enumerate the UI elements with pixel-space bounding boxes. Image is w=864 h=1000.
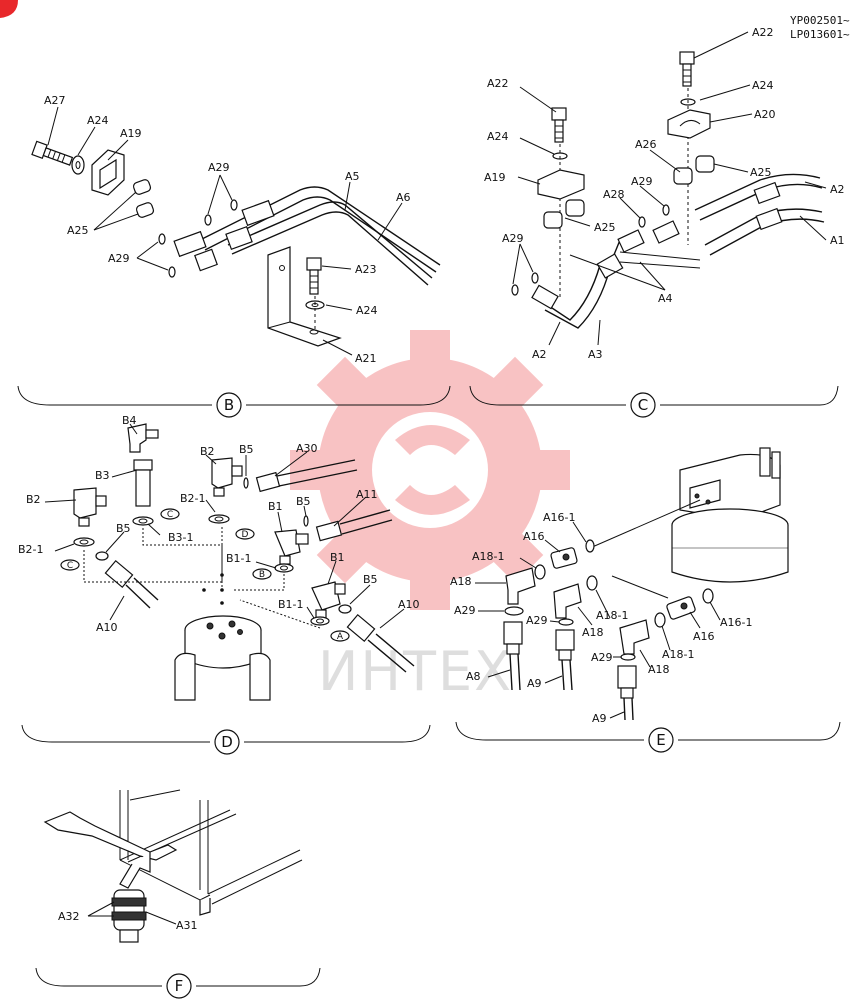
label-b-a24-2: A24 [356,304,378,317]
label-d-a30: A30 [296,442,318,455]
view-d: C C D B A B4 B2 B5 A30 B3 B2 B2 [18,414,431,755]
label-b-a19: A19 [120,127,142,140]
label-e-a18-left: A18 [450,575,472,588]
label-c-a28: A28 [603,188,625,201]
label-d-a10-left: A10 [96,621,118,634]
corner-badge [0,0,18,18]
label-d-b5-right: B5 [296,495,311,508]
label-c-a20: A20 [754,108,776,121]
serial-2: LP013601~ [790,28,850,41]
gear-icon [290,330,570,610]
label-e-a16-1-lower: A16-1 [720,616,753,629]
label-e-a18-1-lower: A18-1 [662,648,695,661]
label-c-a22-left: A22 [487,77,509,90]
label-b-a25: A25 [67,224,89,237]
label-e-a16-1-top: A16-1 [543,511,576,524]
label-d-b1-upper: B1 [268,500,283,513]
view-b: A27 A24 A19 A25 A29 A5 A6 A29 A23 A24 A2… [17,94,451,418]
label-e-a9-lower: A9 [592,712,607,725]
section-d-title: D [221,733,233,751]
label-c-a26: A26 [635,138,657,151]
label-c-a29-mid: A29 [631,175,653,188]
label-b-a21: A21 [355,352,377,365]
section-b-title: B [224,396,234,414]
label-d-b5-left: B5 [116,522,131,535]
label-f-a32: A32 [58,910,80,923]
marker-a: A [337,632,344,642]
view-c: A22 A24 A20 A22 A24 A26 A25 A19 A29 A28 … [469,26,845,418]
label-f-a31: A31 [176,919,198,932]
marker-b: B [259,570,265,580]
label-b-a29-top: A29 [208,161,230,174]
label-d-b3: B3 [95,469,110,482]
label-e-a9-mid: A9 [527,677,542,690]
label-e-a29-lower: A29 [591,651,613,664]
watermark-text: ИНТЕХ [318,640,513,703]
label-b-a24: A24 [87,114,109,127]
label-e-a18-1-left: A18-1 [472,550,505,563]
label-c-a24-top: A24 [752,79,774,92]
marker-c-left: C [67,561,73,571]
section-f-title: F [175,977,184,995]
marker-c-mid: C [167,510,173,520]
label-c-a4: A4 [658,292,673,305]
label-c-a2-bottom: A2 [532,348,547,361]
label-d-a10-right: A10 [398,598,420,611]
marker-d: D [242,530,249,540]
label-d-b2-left: B2 [26,493,41,506]
label-c-a3: A3 [588,348,603,361]
label-c-a1: A1 [830,234,845,247]
label-c-a24-left: A24 [487,130,509,143]
label-e-a29-left: A29 [454,604,476,617]
label-c-a2-right: A2 [830,183,845,196]
view-e: A16-1 A16 A18-1 A18 A29 A29 A18 A18-1 A1… [450,447,841,753]
label-e-a18-lower: A18 [648,663,670,676]
section-e-title: E [656,731,665,749]
label-d-b1-lower: B1 [330,551,345,564]
label-e-a18-1-mid: A18-1 [596,609,629,622]
label-b-a23: A23 [355,263,377,276]
label-e-a16-lower: A16 [693,630,715,643]
label-d-b2-top: B2 [200,445,215,458]
label-c-a25-mid: A25 [594,221,616,234]
label-b-a6: A6 [396,191,411,204]
label-d-b2-1-mid: B2-1 [180,492,206,505]
label-d-b2-1-left: B2-1 [18,543,44,556]
label-c-a22-top: A22 [752,26,774,39]
label-b-a5: A5 [345,170,360,183]
label-d-a11: A11 [356,488,378,501]
label-d-b1-1-lower: B1-1 [278,598,304,611]
section-c-title: C [638,396,648,414]
label-e-a16-top: A16 [523,530,545,543]
label-d-b1-1-upper: B1-1 [226,552,252,565]
label-c-a29-left: A29 [502,232,524,245]
label-b-a29-left: A29 [108,252,130,265]
label-b-a27: A27 [44,94,66,107]
label-c-a25-right: A25 [750,166,772,179]
label-c-a19: A19 [484,171,506,184]
label-d-b5-top: B5 [239,443,254,456]
label-d-b4: B4 [122,414,137,427]
label-e-a8: A8 [466,670,481,683]
view-f: A32 A31 F [35,789,321,999]
label-d-b3-1: B3-1 [168,531,194,544]
label-e-a29-mid: A29 [526,614,548,627]
label-d-b5-lower: B5 [363,573,378,586]
serial-1: YP002501~ [790,14,850,27]
watermark-logo [290,330,570,610]
label-e-a18-mid: A18 [582,626,604,639]
